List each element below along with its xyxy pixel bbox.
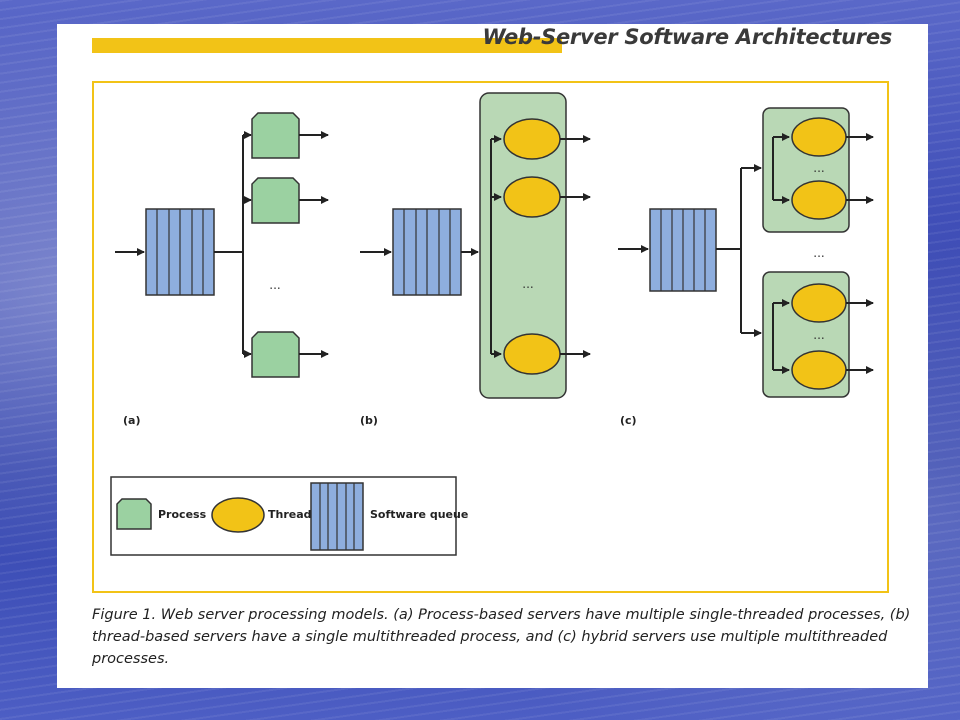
thread-oval [791,180,847,220]
legend-thread-swatch [211,497,265,533]
software-queue [145,208,215,296]
figure-caption: Figure 1. Web server processing models. … [92,607,911,667]
panel-c: ... ... ... (c) [618,107,874,427]
thread-oval [503,118,561,160]
legend-queue-label: Software queue [370,508,468,521]
process-box [251,177,300,224]
panel-label-b: (b) [360,414,378,427]
panel-b: ... (b) [360,92,591,427]
ellipsis: ... [813,328,824,342]
page-title: Web-Server Software Architectures [482,25,893,49]
software-queue [649,208,717,292]
panel-label-c: (c) [620,414,637,427]
process-box [251,331,300,378]
thread-oval [791,117,847,157]
ellipsis: ... [813,246,824,260]
panel-a: ... (a) [115,112,329,427]
legend-queue-swatch [310,482,364,551]
process-group [479,92,567,399]
thread-oval [791,283,847,323]
thread-oval [791,350,847,390]
thread-oval [503,176,561,218]
legend: Process Thread Software queue [110,476,468,556]
ellipsis: ... [269,278,280,292]
software-queue [392,208,462,296]
ellipsis: ... [813,161,824,175]
legend-box [110,476,457,556]
legend-process-swatch [116,498,152,530]
legend-thread-label: Thread [268,508,312,521]
panel-label-a: (a) [123,414,140,427]
header-accent-bar [92,38,562,53]
legend-process-label: Process [158,508,207,521]
figure-frame [92,81,889,593]
ellipsis: ... [522,277,533,291]
thread-oval [503,333,561,375]
process-box [251,112,300,159]
